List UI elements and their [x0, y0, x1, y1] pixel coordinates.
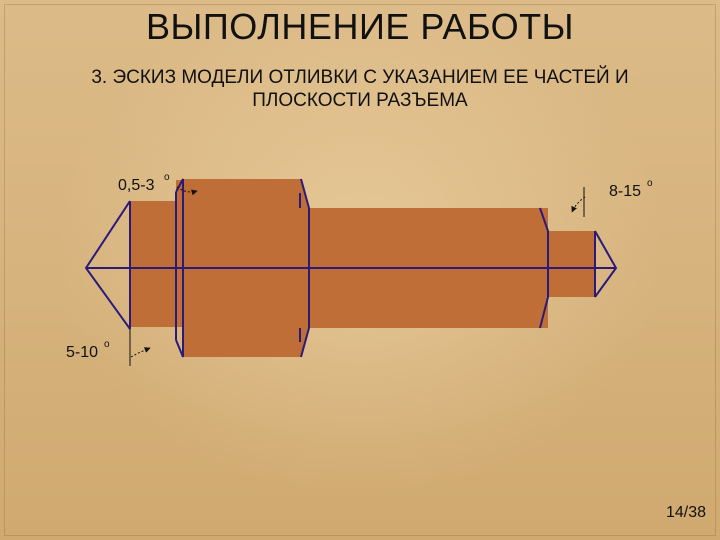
subtitle-line-1: 3. ЭСКИЗ МОДЕЛИ ОТЛИВКИ С УКАЗАНИЕМ ЕЕ Ч…: [91, 67, 629, 88]
slide-frame: [4, 4, 716, 536]
draft-angle-annotation-top: 0,5-3 o: [118, 172, 198, 196]
draft-angle-annotation-bottom: 5-10 o: [66, 329, 151, 366]
angle-degree-sign: o: [164, 172, 170, 183]
slide-title: ВЫПОЛНЕНИЕ РАБОТЫ: [145, 6, 575, 47]
angle-degree-sign: o: [104, 339, 110, 350]
draft-angle-annotation-right: 8-15 o: [571, 178, 653, 217]
shaft-right-draft: [539, 207, 549, 329]
page-number: 14/38: [665, 504, 706, 521]
right-core-print-outline: [594, 230, 618, 298]
left-core-print-outline: [84, 200, 131, 330]
angle-label-core-print: 5-10: [66, 344, 98, 361]
subtitle-line-2: ПЛОСКОСТИ РАЗЪЕМА: [252, 90, 468, 111]
angle-degree-sign: o: [647, 178, 653, 189]
angle-label-draft-small: 0,5-3: [118, 177, 155, 194]
left-flange: [130, 180, 183, 201]
right-neck: [540, 231, 595, 297]
slide-subtitle: 3. ЭСКИЗ МОДЕЛИ ОТЛИВКИ С УКАЗАНИЕМ ЕЕ Ч…: [10, 66, 710, 112]
angle-label-draft-right: 8-15: [609, 183, 641, 200]
